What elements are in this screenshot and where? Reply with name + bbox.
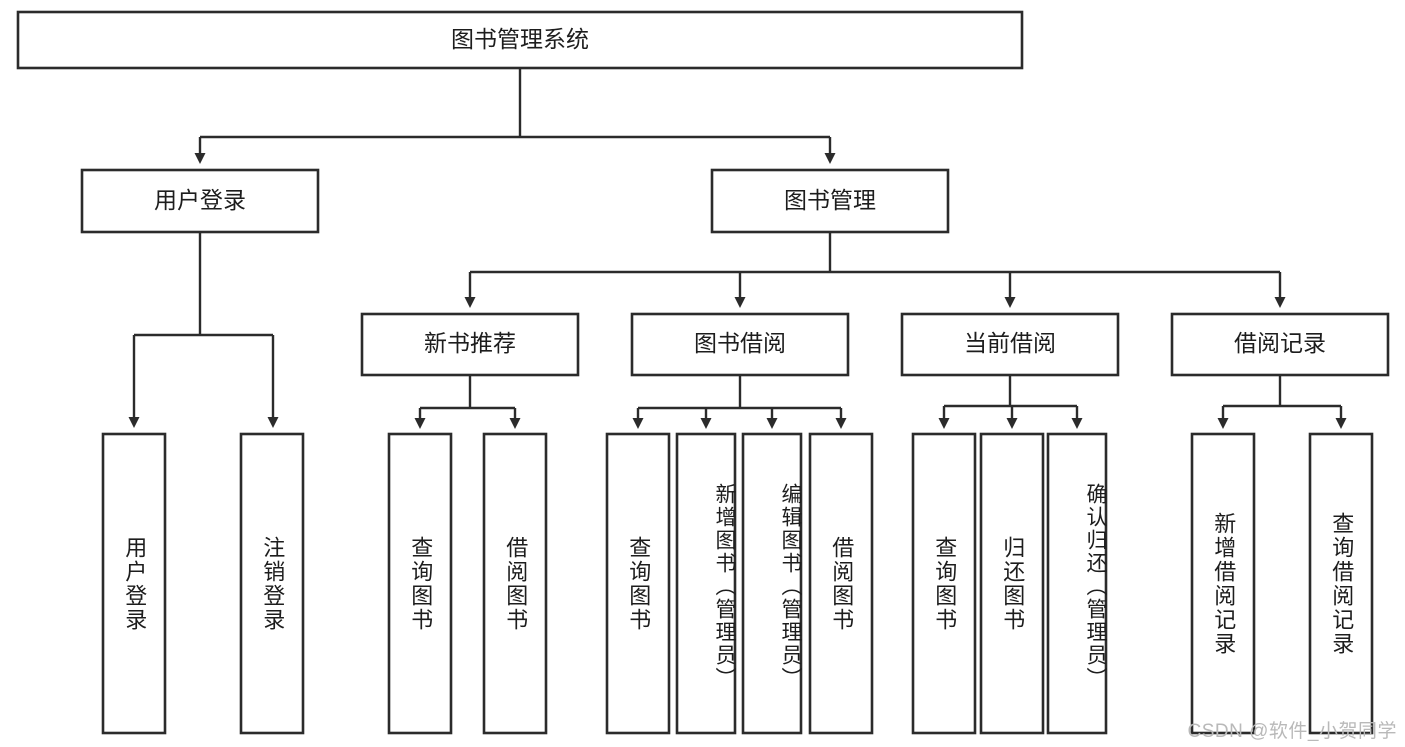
node-borrow-query-book[interactable] <box>605 432 671 735</box>
node-cur-return-book[interactable] <box>979 432 1045 735</box>
node-rec-query-book[interactable] <box>387 432 453 735</box>
node-rec-borrow-book[interactable] <box>482 432 548 735</box>
node-user-logout[interactable] <box>239 432 305 735</box>
node-rec-query-record[interactable] <box>1308 432 1374 735</box>
node-book-borrow[interactable]: 图书借阅 <box>630 312 850 377</box>
node-cur-confirm-return[interactable] <box>1046 432 1108 735</box>
node-borrow-record-label: 借阅记录 <box>1234 330 1326 356</box>
node-current-borrow[interactable]: 当前借阅 <box>900 312 1120 377</box>
node-user-login-do[interactable] <box>101 432 167 735</box>
node-new-book-rec[interactable]: 新书推荐 <box>360 312 580 377</box>
node-current-borrow-label: 当前借阅 <box>964 330 1056 356</box>
node-user-login[interactable]: 用户登录 <box>80 168 320 234</box>
node-cur-query-book[interactable] <box>911 432 977 735</box>
node-user-login-label: 用户登录 <box>154 187 246 213</box>
node-book-manage-label: 图书管理 <box>784 187 876 213</box>
node-borrow-borrow-book[interactable] <box>808 432 874 735</box>
node-book-borrow-label: 图书借阅 <box>694 330 786 356</box>
node-rec-add-record[interactable] <box>1190 432 1256 735</box>
node-borrow-edit-book[interactable] <box>741 432 803 735</box>
nodes: 图书管理系统 用户登录 图书管理 新书推荐 图书借阅 <box>16 10 1390 735</box>
node-root[interactable]: 图书管理系统 <box>16 10 1024 70</box>
node-borrow-add-book[interactable] <box>675 432 737 735</box>
watermark: CSDN @软件_小贺同学 <box>1187 721 1397 742</box>
node-new-book-rec-label: 新书推荐 <box>424 330 516 356</box>
node-root-label: 图书管理系统 <box>451 26 589 52</box>
node-borrow-record[interactable]: 借阅记录 <box>1170 312 1390 377</box>
connectors <box>128 68 1347 429</box>
node-book-manage[interactable]: 图书管理 <box>710 168 950 234</box>
